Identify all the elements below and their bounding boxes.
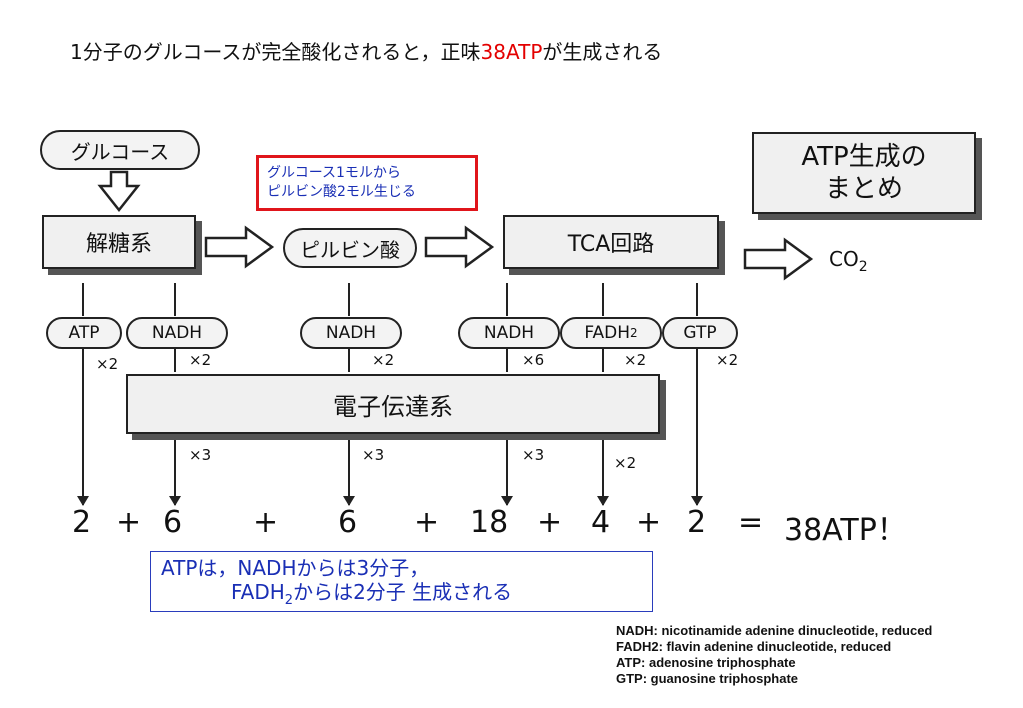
sum-term: 2 [687,505,707,540]
title-highlight: 38ATP [480,40,543,64]
node-co2: CO2 [829,247,868,275]
note-red-line1: グルコース1モルから [267,165,401,181]
product-nadh-tca-label: NADH [483,323,535,343]
product-atp: ATP [46,317,122,349]
note-blue-line1: ATPは，NADHからは3分子， [161,556,430,580]
note-red-line2: ピルビン酸2モル生じる [267,184,416,200]
sum-operator: + [537,505,563,540]
node-etc-label: 電子伝達系 [333,392,453,421]
product-nadh-pyruvate: NADH [300,317,402,349]
arrow-glycolysis-to-pyruvate [204,225,275,269]
mult-nadh-tca: ×6 [522,351,545,369]
node-glucose: グルコース [40,130,200,170]
note-pyruvate-yield: グルコース1モルから ピルビン酸2モル生じる [256,155,478,211]
co2-label: CO [829,247,859,271]
product-nadh-pyruvate-label: NADH [325,323,377,343]
mult-etc-2: ×3 [362,446,385,464]
summary-line2: まとめ [824,174,903,204]
product-nadh-glycolysis: NADH [126,317,228,349]
note-blue-fadh: FADH [231,580,285,604]
product-fadh2-subscript: 2 [630,326,638,340]
product-atp-label: ATP [68,323,100,343]
mult-fadh2: ×2 [624,351,647,369]
glossary-item: NADH: nicotinamide adenine dinucleotide,… [616,623,933,638]
mult-gtp: ×2 [716,351,739,369]
mult-nadh-glycolysis: ×2 [189,351,212,369]
glossary-item: FADH2: flavin adenine dinucleotide, redu… [616,639,892,654]
title-suffix: が生成される [542,40,663,64]
glossary: NADH: nicotinamide adenine dinucleotide,… [616,623,932,687]
glossary-item: GTP: guanosine triphosphate [616,671,799,686]
node-glucose-label: グルコース [70,139,170,164]
summary-line1: ATP生成の [801,142,927,172]
note-blue-line2-rest: からは2分子 生成される [293,580,513,604]
node-pyruvate-label: ピルビン酸 [300,237,400,262]
title-prefix: 1分子のグルコースが完全酸化されると，正味 [70,40,481,64]
glossary-item: ATP: adenosine triphosphate [616,655,796,670]
arrow-tca-to-co2 [743,237,814,281]
page-title: 1分子のグルコースが完全酸化されると，正味38ATPが生成される [70,36,662,65]
sum-term: 6 [163,505,183,540]
co2-subscript: 2 [858,259,868,275]
sum-equals: = [738,505,764,540]
sum-operator: + [414,505,440,540]
arrow-glucose-to-glycolysis [97,170,141,213]
note-atp-yield: ATPは，NADHからは3分子， FADH2からは2分子 生成される [150,551,653,612]
node-tca-label: TCA回路 [567,232,655,257]
node-glycolysis: 解糖系 [42,215,196,269]
node-tca: TCA回路 [503,215,719,269]
sum-operator: + [253,505,279,540]
node-pyruvate: ピルビン酸 [283,228,417,268]
mult-atp: ×2 [96,355,119,373]
mult-etc-4: ×2 [614,454,637,472]
sum-term: 6 [338,505,358,540]
sum-operator: + [636,505,662,540]
node-glycolysis-label: 解糖系 [85,232,152,257]
note-blue-line2: FADH2からは2分子 生成される [161,580,652,613]
note-blue-fadh-sub: 2 [284,593,294,608]
sum-term: 4 [591,505,611,540]
product-nadh-tca: NADH [458,317,560,349]
mult-nadh-pyruvate: ×2 [372,351,395,369]
mult-etc-3: ×3 [522,446,545,464]
product-gtp-label: GTP [683,323,717,343]
node-atp-summary: ATP生成の まとめ [752,132,976,214]
node-electron-transport-chain: 電子伝達系 [126,374,660,434]
sum-operator: + [116,505,142,540]
sum-term: 2 [72,505,92,540]
product-nadh-glycolysis-label: NADH [151,323,203,343]
product-gtp: GTP [662,317,738,349]
sum-result: 38ATP！ [784,513,907,548]
arrow-pyruvate-to-tca [424,225,495,269]
product-fadh2-label: FADH [584,323,631,343]
mult-etc-1: ×3 [189,446,212,464]
sum-term: 18 [470,505,509,540]
